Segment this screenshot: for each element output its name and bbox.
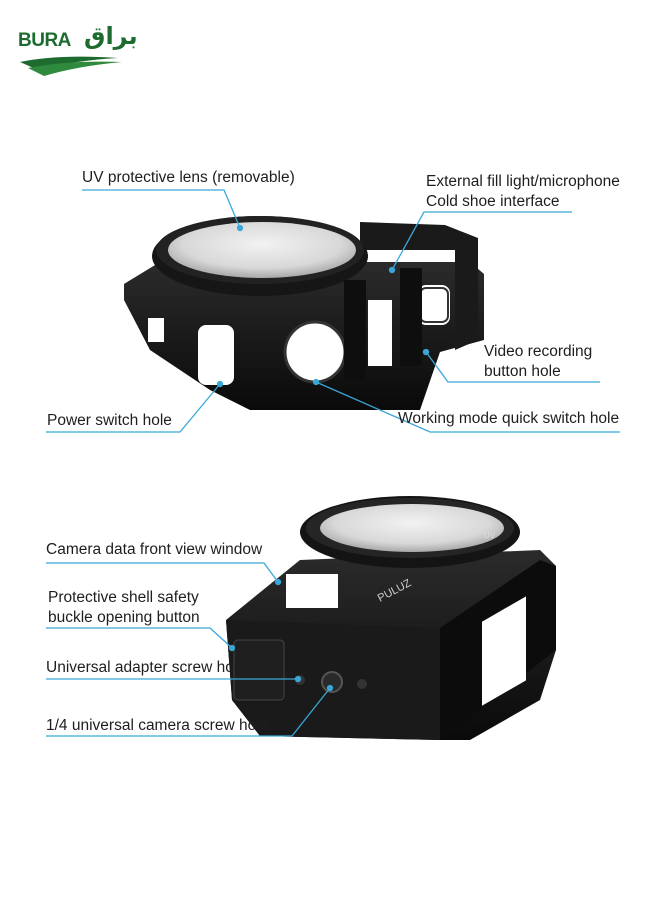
label-video-rec-line1: Video recording [484, 343, 593, 360]
brand-logo: BURA براق [18, 22, 138, 78]
logo-swoosh-icon [20, 56, 122, 76]
label-uv-lens: UV protective lens (removable) [82, 169, 295, 186]
leader-buckle [46, 627, 233, 649]
label-fill-light-line2: Cold shoe interface [426, 193, 560, 210]
label-video-rec-line2: button hole [484, 363, 561, 380]
leader-video-rec [425, 351, 600, 383]
leader-front-view [46, 562, 279, 583]
logo-arabic-text: براق [84, 22, 138, 50]
leader-fill-light [391, 211, 572, 271]
label-buckle-line2: buckle opening button [48, 609, 200, 626]
label-power: Power switch hole [47, 412, 172, 429]
top-cage [124, 216, 484, 410]
leader-quarter-screw [46, 687, 331, 737]
bottom-leader-lines [46, 562, 334, 737]
label-quarter-screw: 1/4 universal camera screw hole [46, 717, 269, 734]
label-front-view: Camera data front view window [46, 541, 263, 558]
leader-working-mode [315, 381, 620, 433]
label-working-mode: Working mode quick switch hole [398, 410, 620, 427]
logo-latin-text: BURA [18, 30, 71, 51]
label-buckle-line1: Protective shell safety [48, 589, 199, 606]
lens-uv-text: UV [484, 531, 496, 540]
bottom-cage: UV PULUZ [226, 496, 556, 740]
label-fill-light-line1: External fill light/microphone [426, 173, 620, 190]
label-adapter-screw: Universal adapter screw hole [46, 659, 246, 676]
leader-uv-lens [82, 189, 241, 229]
top-leader-lines [46, 189, 620, 433]
leader-power [46, 383, 221, 433]
